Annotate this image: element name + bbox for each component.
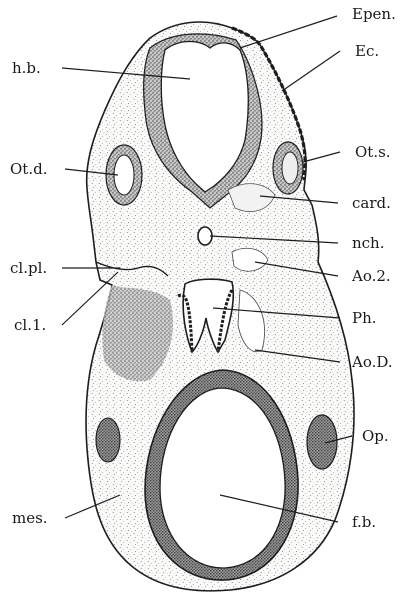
leader-epen <box>240 16 337 48</box>
label-hb: h.b. <box>12 59 41 77</box>
optic-left <box>96 418 120 462</box>
label-ots: Ot.s. <box>355 143 391 161</box>
label-nch: nch. <box>352 234 385 252</box>
label-ao2: Ao.2. <box>351 267 391 285</box>
label-aod: Ao.D. <box>351 353 393 371</box>
label-clpl: cl.pl. <box>10 259 47 277</box>
label-cll: cl.1. <box>14 316 46 334</box>
leader-ots <box>303 152 340 162</box>
label-ph: Ph. <box>352 309 377 327</box>
otic-vesicle-right-lumen <box>282 152 298 184</box>
optic-vesicle-right <box>307 415 337 469</box>
leader-ec <box>282 51 340 91</box>
label-ec: Ec. <box>355 42 379 60</box>
label-op: Op. <box>362 427 389 445</box>
label-card: card. <box>352 194 391 212</box>
label-fb: f.b. <box>352 513 376 531</box>
label-epen: Epen. <box>352 5 396 23</box>
notochord <box>198 227 212 245</box>
label-otd: Ot.d. <box>10 160 47 178</box>
label-mes: mes. <box>12 509 48 527</box>
